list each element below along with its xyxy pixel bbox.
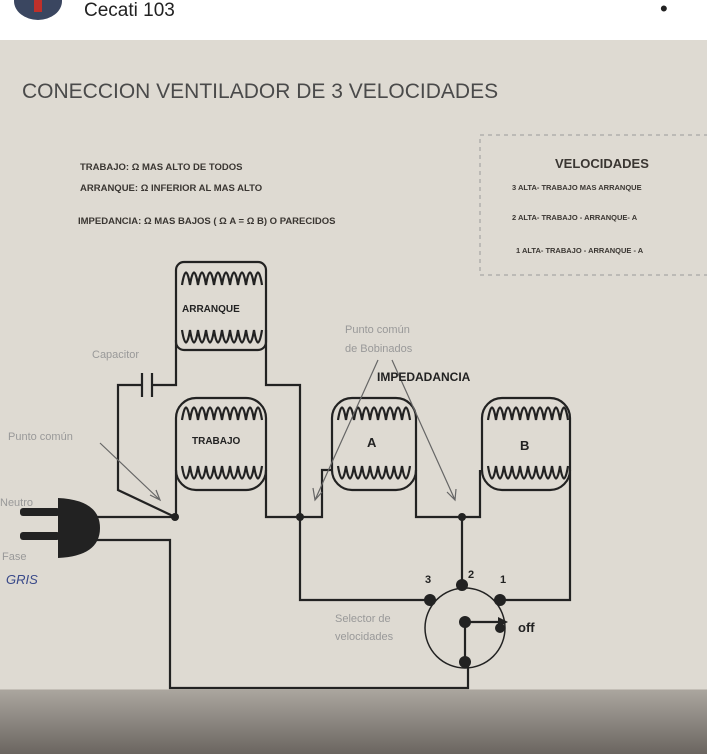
arrow-icon [498,617,508,627]
pos2-label: 2 [468,569,474,581]
selector-pos-3 [424,594,436,606]
wiring-diagram: CONECCION VENTILADOR DE 3 VELOCIDADES TR… [0,40,707,691]
avatar[interactable] [14,0,62,20]
punto-comun-bob-1-label: Punto común [345,324,410,336]
arranque-label: ARRANQUE [182,304,240,315]
punto-comun-bob-2-label: de Bobinados [345,343,413,355]
coil-trabajo [174,396,268,492]
speed-1: 1 ALTA- TRABAJO - ARRANQUE - A [516,246,644,255]
selector-off [495,623,505,633]
post-header: Cecati 103 • [0,0,707,40]
pos1-label: 1 [500,574,506,586]
speed-2: 2 ALTA- TRABAJO - ARRANQUE- A [512,213,638,222]
gris-label: GRIS [6,572,38,587]
plug-icon [20,498,100,558]
b-label: B [520,438,529,453]
off-label: off [518,620,535,635]
coil-a [330,396,418,492]
note-trabajo: TRABAJO: Ω MAS ALTO DE TODOS [80,162,242,173]
speed-3: 3 ALTA- TRABAJO MAS ARRANQUE [512,183,642,192]
selector-pos-1 [494,594,506,606]
diagram-title: CONECCION VENTILADOR DE 3 VELOCIDADES [22,80,498,103]
impedancia-label: IMPEDADANCIA [377,370,471,384]
post-photo[interactable]: CONECCION VENTILADOR DE 3 VELOCIDADES TR… [0,40,707,754]
author-name[interactable]: Cecati 103 [84,0,175,21]
trabajo-label: TRABAJO [192,436,241,447]
selector-pos-2 [456,579,468,591]
selector-2-label: velocidades [335,631,394,643]
selector-1-label: Selector de [335,613,391,625]
speeds-title: VELOCIDADES [555,156,649,171]
pos3-label: 3 [425,574,431,586]
neutro-label: Neutro [0,497,33,509]
fase-label: Fase [2,551,26,563]
punto-comun-label: Punto común [8,431,73,443]
a-label: A [367,435,377,450]
capacitor-label: Capacitor [92,349,139,361]
coil-b [480,396,572,492]
more-options-icon[interactable]: • [660,0,668,21]
note-impedancia: IMPEDANCIA: Ω MAS BAJOS ( Ω A = Ω B) O P… [78,216,335,227]
coil-arranque [174,260,268,352]
note-arranque: ARRANQUE: Ω INFERIOR AL MAS ALTO [80,183,262,194]
